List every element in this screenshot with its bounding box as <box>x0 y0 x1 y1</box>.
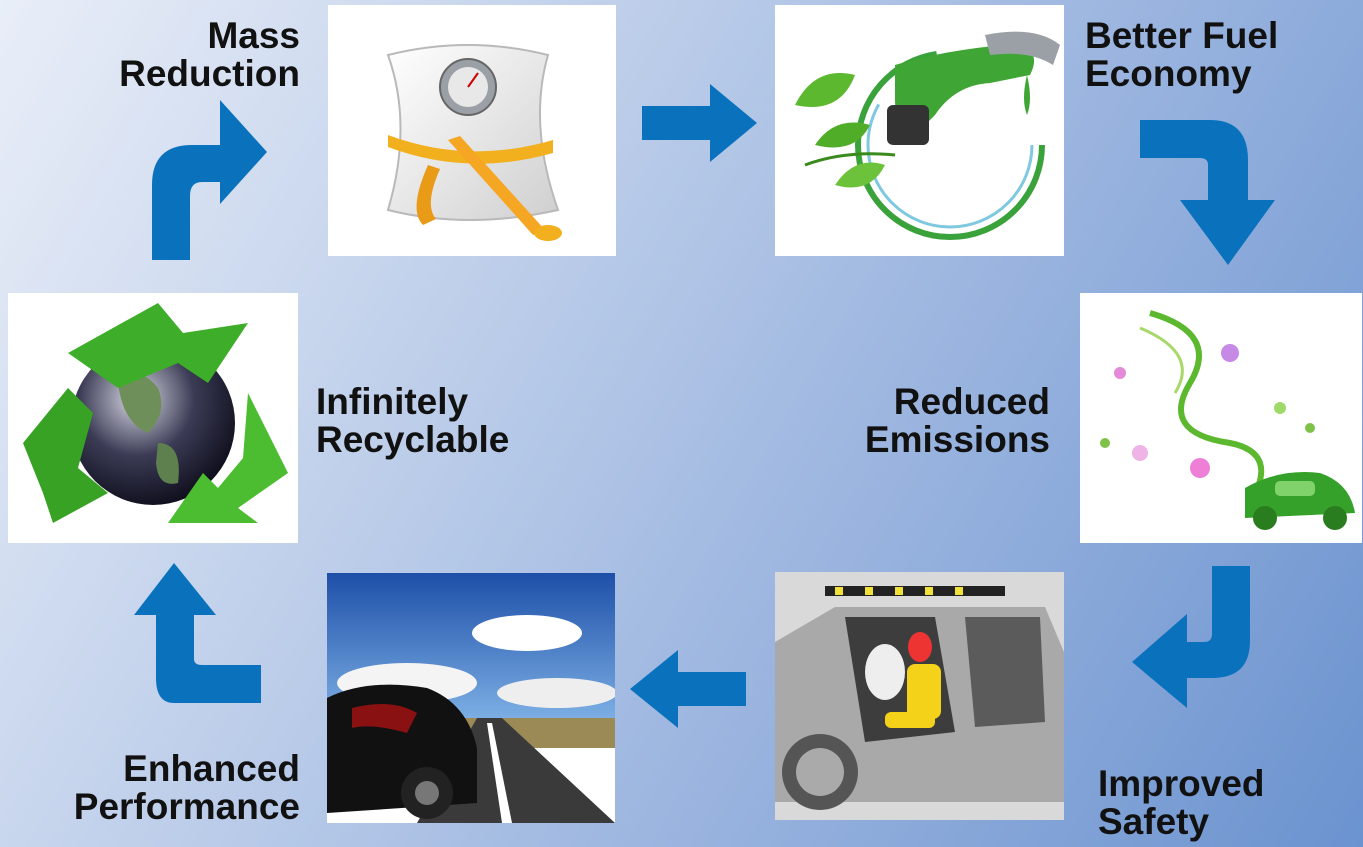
fuel-graphic <box>795 31 1060 240</box>
highway-graphic <box>327 573 615 823</box>
emissions-graphic <box>1100 310 1355 530</box>
crash-graphic <box>775 572 1064 820</box>
scale-graphic <box>386 44 562 241</box>
fuel-nozzle-leaf-image <box>775 5 1064 256</box>
label-improved-safety: Improved Safety <box>1098 763 1265 842</box>
green-car-swirl-image <box>1080 293 1362 543</box>
scale-tape-measure-image <box>328 5 616 256</box>
arrow-left-icon <box>630 650 746 728</box>
label-enhanced-performance: Enhanced Performance <box>73 748 300 827</box>
label-mass-reduction: Mass Reduction <box>119 15 300 94</box>
label-reduced-emissions: Reduced Emissions <box>864 381 1050 460</box>
crash-test-car-image <box>775 572 1064 820</box>
arrow-bend-up-right-icon <box>152 100 267 260</box>
arrow-bend-down-icon <box>1140 120 1275 265</box>
label-better-fuel-economy: Better Fuel Economy <box>1085 15 1279 94</box>
arrow-right-icon <box>642 84 757 162</box>
arrow-bend-up-icon <box>134 563 261 703</box>
label-infinitely-recyclable: Infinitely Recyclable <box>316 381 510 460</box>
recycle-graphic <box>23 303 288 523</box>
recycle-globe-image <box>8 293 298 543</box>
car-on-highway-image <box>327 573 615 823</box>
arrow-bend-left-icon <box>1132 566 1250 708</box>
